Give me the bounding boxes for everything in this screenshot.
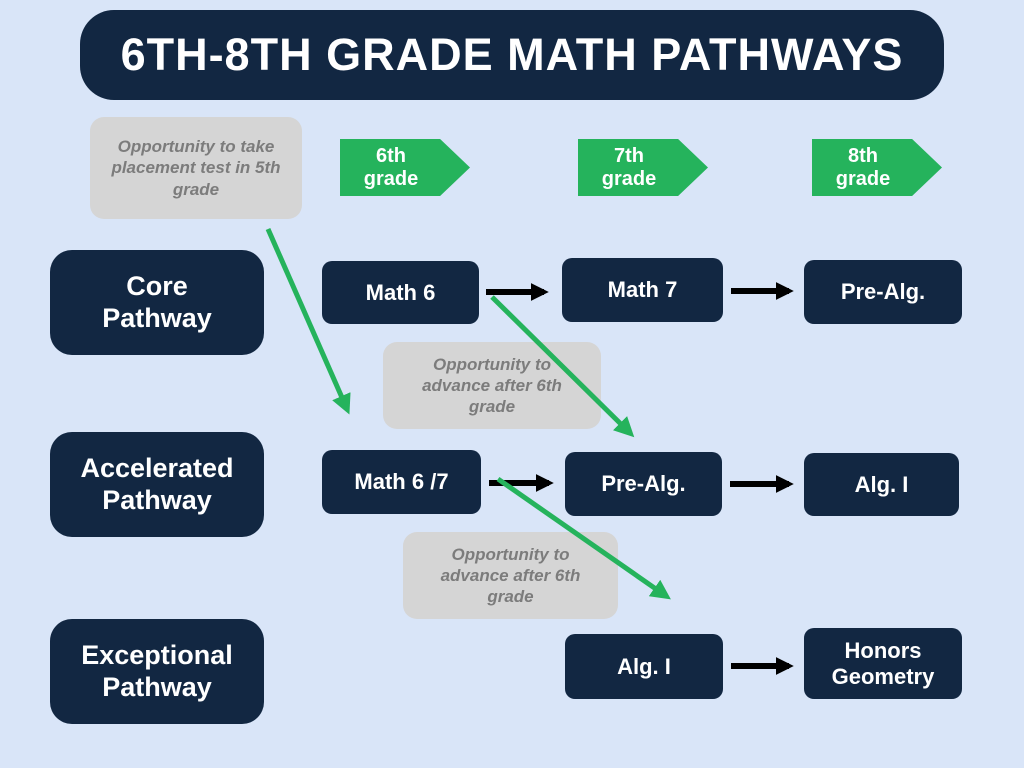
course-accelerated-alg1: Alg. I — [804, 453, 959, 516]
course-core-prealg-label: Pre-Alg. — [840, 279, 926, 305]
note-advance-after-6th-accelerated-text: Opportunity to advance after 6th grade — [440, 544, 581, 607]
grade-marker-6th: 6th grade — [340, 139, 470, 196]
course-core-math6-label: Math 6 — [365, 279, 436, 305]
course-exceptional-honors-geometry-label: Honors Geometry — [831, 638, 935, 689]
note-placement-test: Opportunity to take placement test in 5t… — [90, 117, 302, 219]
grade-marker-6th-label: 6th grade — [363, 144, 419, 190]
pathway-label-accelerated: Accelerated Pathway — [50, 432, 264, 537]
grade-marker-7th-label: 7th grade — [601, 144, 657, 190]
note-advance-after-6th-core-text: Opportunity to advance after 6th grade — [422, 354, 562, 417]
pathway-label-core-text: Core Pathway — [102, 270, 212, 333]
course-core-math6: Math 6 — [322, 261, 479, 324]
course-accelerated-prealg-label: Pre-Alg. — [601, 471, 686, 497]
course-accelerated-prealg: Pre-Alg. — [565, 452, 722, 516]
course-core-prealg: Pre-Alg. — [804, 260, 962, 324]
course-accelerated-math67-label: Math 6 /7 — [354, 469, 449, 495]
note-advance-after-6th-accelerated: Opportunity to advance after 6th grade — [403, 532, 618, 619]
title-banner: 6TH-8TH GRADE MATH PATHWAYS — [80, 10, 944, 100]
course-core-math7-label: Math 7 — [607, 277, 678, 303]
grade-marker-8th: 8th grade — [812, 139, 942, 196]
page-title: 6TH-8TH GRADE MATH PATHWAYS — [120, 29, 904, 80]
course-accelerated-math67: Math 6 /7 — [322, 450, 481, 514]
pathway-label-core: Core Pathway — [50, 250, 264, 355]
pathway-label-accelerated-text: Accelerated Pathway — [80, 452, 234, 515]
course-core-math7: Math 7 — [562, 258, 723, 322]
course-exceptional-honors-geometry: Honors Geometry — [804, 628, 962, 699]
course-accelerated-alg1-label: Alg. I — [854, 471, 909, 497]
note-advance-after-6th-core: Opportunity to advance after 6th grade — [383, 342, 601, 429]
grade-marker-7th: 7th grade — [578, 139, 708, 196]
note-placement-test-text: Opportunity to take placement test in 5t… — [111, 137, 281, 199]
course-exceptional-alg1-label: Alg. I — [617, 653, 671, 679]
grade-marker-8th-label: 8th grade — [835, 144, 891, 190]
pathway-label-exceptional: Exceptional Pathway — [50, 619, 264, 724]
course-exceptional-alg1: Alg. I — [565, 634, 723, 699]
pathway-label-exceptional-text: Exceptional Pathway — [81, 639, 233, 702]
